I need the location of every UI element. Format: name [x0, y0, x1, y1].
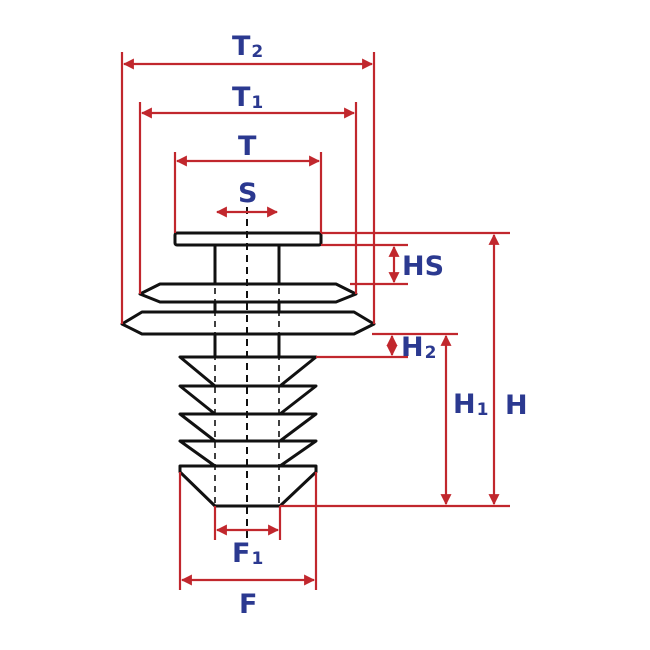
label-h1: H1 [453, 389, 488, 420]
dimension-lines [120, 52, 510, 590]
label-t1: T1 [232, 82, 263, 113]
label-h: H [505, 390, 528, 421]
label-f: F [239, 589, 257, 620]
label-f1: F1 [232, 538, 263, 569]
label-h2: H2 [401, 332, 436, 363]
label-hs: HS [402, 251, 444, 282]
label-t: T [238, 131, 257, 162]
label-s: S [238, 178, 257, 209]
fastener-part [120, 207, 376, 540]
dimension-labels: T2 T1 T S HS H2 H1 H F1 F [232, 31, 528, 620]
label-t2: T2 [232, 31, 263, 62]
